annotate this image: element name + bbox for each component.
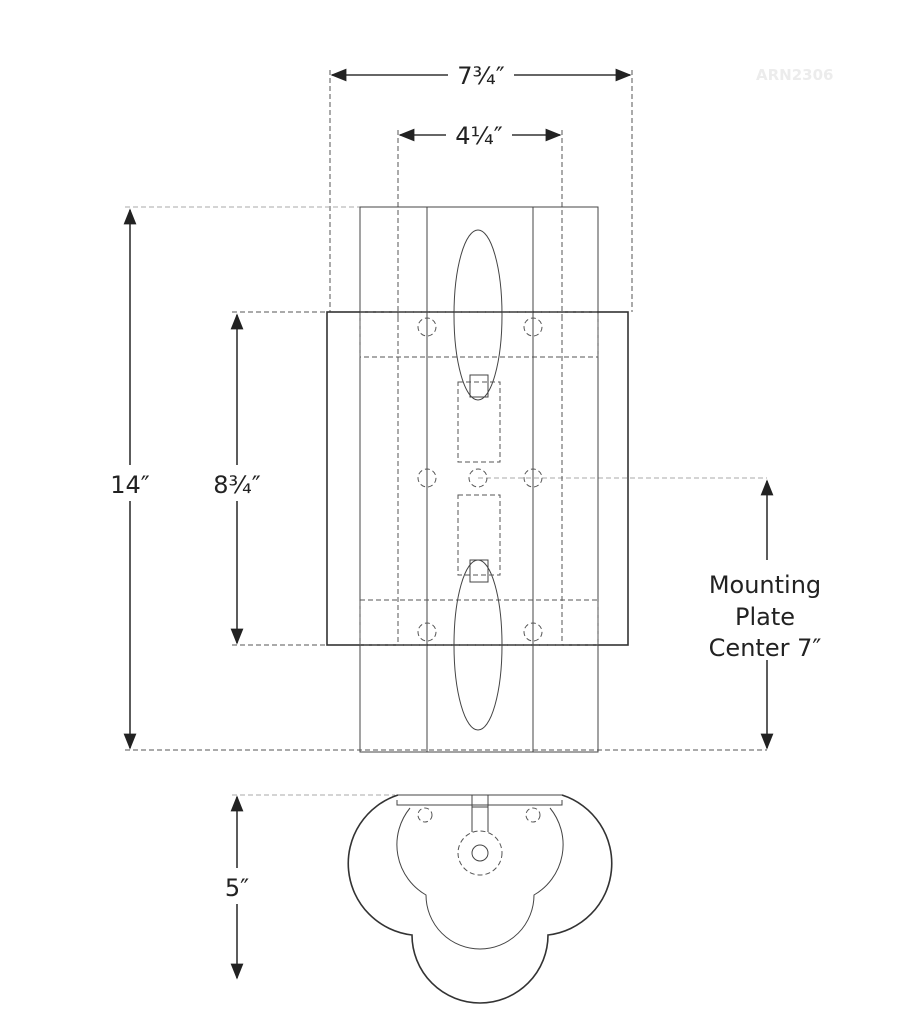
- depth-dimension: 5″: [212, 794, 395, 980]
- overall-width-dimension: 7¾″: [329, 60, 633, 312]
- mounting-label-line3: Center 7″: [709, 634, 822, 662]
- mounting-center-dimension: Mounting Plate Center 7″: [478, 477, 835, 750]
- backplate-width-dimension: 4¼″: [397, 120, 563, 320]
- plan-inner-outline: [396, 807, 564, 950]
- plan-screw-left-icon: [417, 807, 433, 823]
- plan-candle-icon: [471, 844, 489, 862]
- plan-screw-right-icon: [525, 807, 541, 823]
- mounting-label-line1: Mounting: [709, 571, 821, 599]
- candle-top-icon: [453, 229, 503, 401]
- backplate-height-label: 8¾″: [213, 471, 261, 499]
- bulb-top-icon: [469, 374, 489, 398]
- bulb-bottom-icon: [469, 559, 489, 583]
- socket-bottom: [457, 494, 501, 576]
- backplate-width-label: 4¼″: [455, 122, 503, 150]
- backplate-outline: [359, 206, 599, 753]
- mounting-label-line2: Plate: [735, 603, 795, 631]
- overall-height-dimension: 14″: [100, 206, 767, 751]
- plan-wall-plate: [396, 800, 563, 806]
- overall-width-label: 7¾″: [457, 62, 505, 90]
- plan-view: [347, 794, 613, 1004]
- front-elevation: [326, 206, 629, 753]
- plan-candle-cup-icon: [457, 830, 503, 876]
- backplate-height-dimension: 8¾″: [200, 311, 327, 646]
- depth-label: 5″: [225, 874, 249, 902]
- socket-top: [457, 381, 501, 463]
- plan-outer-outline: [347, 794, 613, 1004]
- overall-height-label: 14″: [110, 471, 150, 499]
- watermark-text: ARN2306: [756, 66, 833, 84]
- mounting-holes: [417, 317, 543, 642]
